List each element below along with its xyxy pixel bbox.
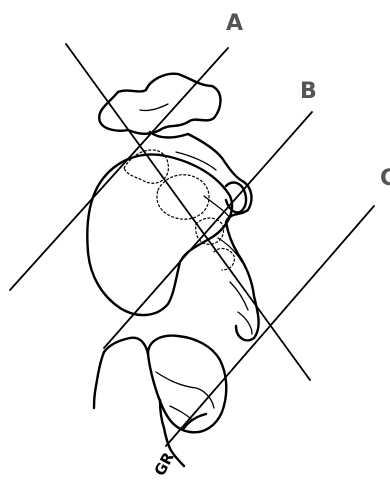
- ilium-wing: [87, 154, 232, 315]
- oblique-line-a: [10, 48, 228, 290]
- sacral-segments: [150, 132, 259, 340]
- lower-pelvis-outline: [94, 338, 206, 466]
- label-a: A: [226, 11, 243, 36]
- label-c: C: [380, 166, 390, 191]
- long-axis-line: [66, 44, 310, 380]
- ischial-ring: [148, 336, 226, 433]
- axis-lines: [10, 44, 374, 446]
- label-b: B: [300, 79, 317, 104]
